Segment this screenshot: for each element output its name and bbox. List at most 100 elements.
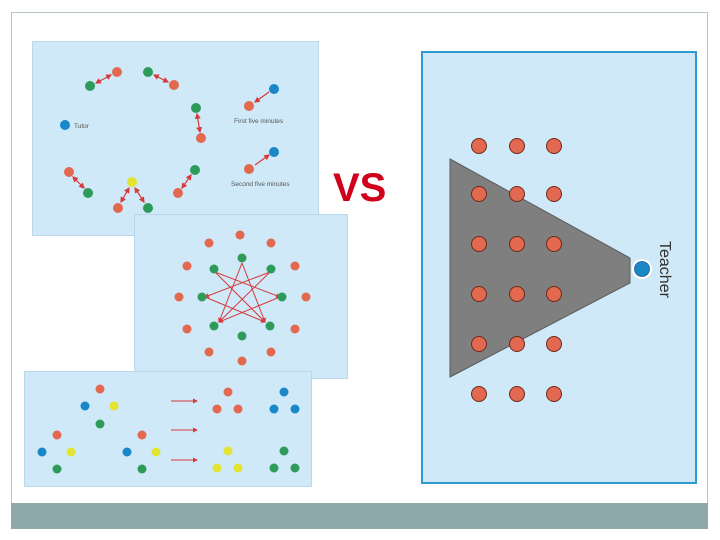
student-dot (64, 167, 74, 177)
tutor-dot (269, 147, 279, 157)
student-dot (197, 292, 207, 302)
panel-tutoring-rotation: Tutor First five minutes Second five min… (32, 41, 319, 236)
student-dot (546, 386, 562, 402)
student-dot (509, 138, 525, 154)
student-dot (204, 347, 214, 357)
student-dot (233, 404, 243, 414)
student-dot (546, 138, 562, 154)
small-groups-diagram (37, 384, 300, 474)
student-dot (471, 138, 487, 154)
student-dot (269, 463, 279, 473)
arrow (254, 91, 270, 103)
student-dot (151, 447, 161, 457)
student-dot (143, 67, 153, 77)
student-dot (212, 404, 222, 414)
student-dot (223, 387, 233, 397)
teacher-dot-inner (634, 261, 650, 277)
student-dot (85, 81, 95, 91)
panel-small-groups (24, 371, 312, 487)
student-dot (223, 446, 233, 456)
student-dot (509, 186, 525, 202)
student-dot (266, 347, 276, 357)
tutor-dot (127, 177, 137, 187)
student-dot (182, 261, 192, 271)
student-dot (279, 387, 289, 397)
student-dot (265, 321, 275, 331)
discussion-circle-diagram (174, 230, 311, 366)
student-dot (509, 236, 525, 252)
footer-bar (11, 503, 708, 529)
student-dot (237, 253, 247, 263)
student-dot (191, 103, 201, 113)
student-dot (546, 186, 562, 202)
student-dot (80, 401, 90, 411)
student-dot (52, 464, 62, 474)
student-dot (137, 464, 147, 474)
arrow (194, 112, 203, 134)
vs-label: VS (333, 166, 387, 210)
arrow (214, 271, 281, 298)
tutor-dot (269, 84, 279, 94)
student-dot (113, 203, 123, 213)
student-dot (209, 321, 219, 331)
student-dot (244, 101, 254, 111)
student-dot (290, 324, 300, 334)
arrow (134, 186, 145, 204)
arrow (241, 262, 266, 323)
student-dot (209, 264, 219, 274)
student-dot (212, 463, 222, 473)
student-dot (66, 447, 76, 457)
student-dot (182, 324, 192, 334)
student-dot (173, 188, 183, 198)
student-dot (95, 384, 105, 394)
second-five-minutes-label: Second five minutes (231, 181, 290, 188)
student-dot (190, 165, 200, 175)
student-dot (509, 386, 525, 402)
panel-traditional-classroom: Teacher (421, 51, 697, 484)
tutor-dot (60, 120, 70, 130)
arrow (204, 271, 271, 298)
student-dot (137, 430, 147, 440)
tutoring-rotation-diagram: Tutor First five minutes Second five min… (60, 67, 290, 213)
student-dot (37, 447, 47, 457)
student-dot (112, 67, 122, 77)
student-dot (169, 80, 179, 90)
student-dot (174, 292, 184, 302)
student-dot (290, 261, 300, 271)
student-dot (471, 236, 487, 252)
first-five-minutes-label: First five minutes (234, 118, 284, 125)
arrow (218, 296, 281, 323)
student-dot (266, 238, 276, 248)
arrow (94, 74, 113, 84)
student-dot (290, 404, 300, 414)
student-dot (237, 331, 247, 341)
student-dot (546, 236, 562, 252)
student-dot (290, 463, 300, 473)
attention-wedge (449, 158, 631, 378)
student-dot (196, 133, 206, 143)
student-dot (237, 356, 247, 366)
student-dot (509, 286, 525, 302)
student-dot (471, 286, 487, 302)
teacher-label: Teacher (656, 241, 673, 299)
arrow (152, 74, 170, 83)
student-dot (266, 264, 276, 274)
arrow (204, 296, 266, 323)
classroom-diagram: Teacher (449, 138, 673, 402)
student-dot (143, 203, 153, 213)
student-dot (52, 430, 62, 440)
student-dot (279, 446, 289, 456)
student-dot (95, 419, 105, 429)
student-dot (509, 336, 525, 352)
student-dot (471, 186, 487, 202)
student-dot (277, 292, 287, 302)
student-dot (546, 286, 562, 302)
student-dot (269, 404, 279, 414)
student-dot (233, 463, 243, 473)
student-dot (204, 238, 214, 248)
arrow (254, 154, 270, 166)
arrow (218, 262, 243, 323)
tutor-label: Tutor (74, 123, 90, 130)
arrow (218, 271, 271, 323)
